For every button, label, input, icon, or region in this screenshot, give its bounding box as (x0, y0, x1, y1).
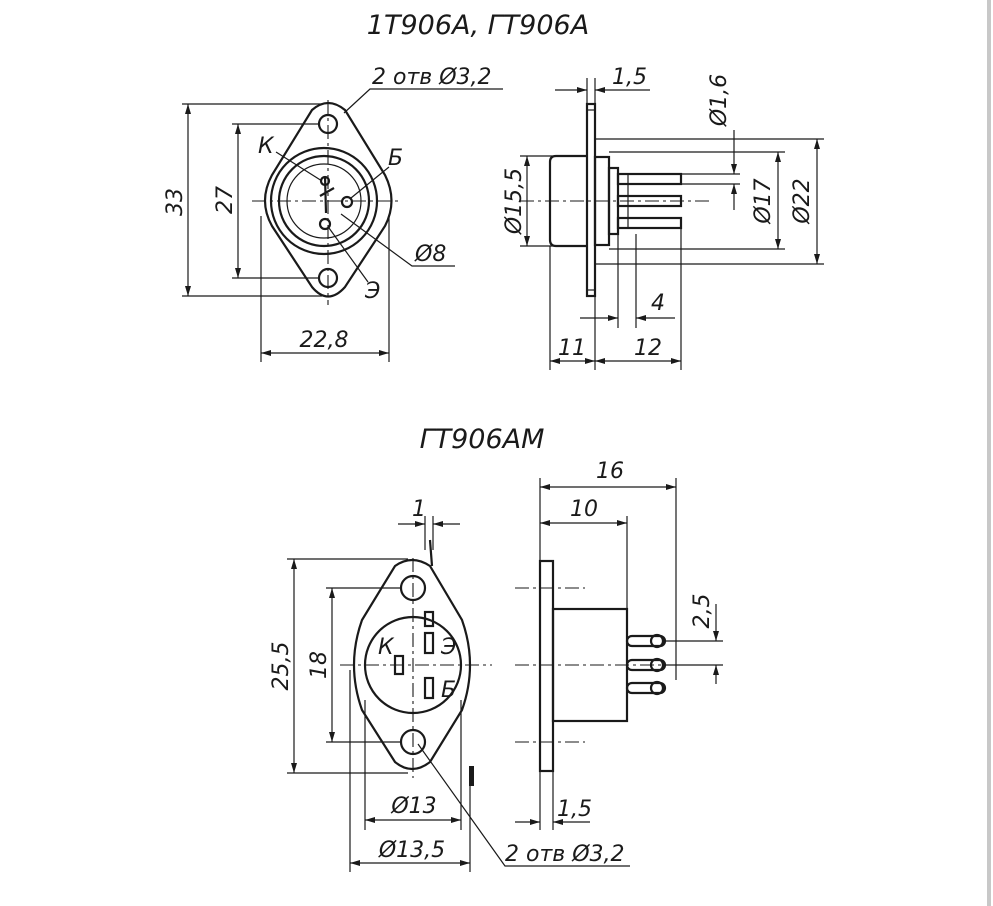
bottom-front-dim-hole-spacing: 18 (307, 651, 332, 679)
bottom-front-view: К Э Б 1 25,5 18 Ø13 Ø13,5 2 отв (269, 497, 630, 872)
bottom-side-pin-1 (625, 634, 667, 648)
bottom-front-dim-body-diameter: Ø13 (390, 794, 436, 819)
bottom-front-flange-outline (352, 558, 472, 771)
top-side-pin-3 (616, 216, 683, 230)
bottom-front-pin-top-tab (423, 610, 435, 628)
top-front-dim-hole-spacing: 27 (213, 186, 238, 214)
bottom-front-pin-b-label: Б (441, 678, 456, 703)
bottom-side-dim-flange-thickness: 1,5 (557, 797, 592, 822)
top-front-dim-body-width: 22,8 (300, 328, 349, 353)
top-front-view: 2 отв Ø3,2 К Б Э Ø8 33 27 22,8 (163, 65, 503, 362)
bottom-front-pin-collector (393, 654, 405, 676)
top-front-pin-k-label: К (258, 134, 275, 159)
bottom-title: ГТ906АМ (420, 424, 545, 455)
top-front-dim-overall-height: 33 (163, 188, 188, 216)
top-front-pin-emitter (318, 217, 332, 231)
top-front-pin-base (340, 195, 354, 209)
bottom-side-pin-3 (625, 681, 667, 695)
top-front-pin-e-leader (328, 227, 369, 283)
top-front-flange-outline (263, 101, 393, 298)
bottom-side-dim-body-length: 10 (570, 497, 598, 522)
bottom-front-pin-k-label: К (378, 635, 395, 660)
top-front-pin-mark (319, 187, 335, 197)
page-edge (987, 0, 991, 906)
top-front-holes-leader (343, 88, 503, 114)
bottom-side-flange (538, 559, 555, 773)
bottom-front-holes-callout: 2 отв Ø3,2 (505, 842, 625, 867)
top-side-dim-rim-diameter: Ø22 (790, 178, 815, 224)
top-side-dim-pin-length: 12 (634, 336, 662, 361)
bottom-front-dim-flange-thickness: 1 (412, 497, 426, 522)
top-side-view: 1,5 Ø1,6 Ø15,5 Ø17 Ø22 4 11 (502, 65, 824, 370)
top-side-dim-pin-offset: 4 (651, 291, 665, 316)
bottom-front-dim-flange-diameter: Ø13,5 (378, 838, 445, 863)
bottom-front-pin-e-label: Э (440, 635, 456, 660)
bottom-side-pin-1-end (649, 633, 665, 649)
top-front-body-core (286, 163, 362, 239)
top-front-pin-circle-leader (340, 213, 455, 267)
top-front-pin-b-label: Б (388, 146, 403, 171)
bottom-front-pin-emitter (423, 631, 435, 655)
bottom-side-dim-overall-length: 16 (596, 459, 624, 484)
top-front-pin-circle-label: Ø8 (414, 242, 446, 267)
bottom-side-view: 16 10 2,5 1,5 (515, 459, 723, 830)
top-side-dim-pin-diameter: Ø1,6 (707, 74, 732, 127)
top-front-pin-e-label: Э (364, 279, 380, 304)
top-side-dim-body-diameter: Ø15,5 (502, 168, 527, 235)
top-front-pin-link (323, 175, 328, 214)
top-side-dim-base-diameter: Ø17 (751, 178, 776, 224)
top-front-pin-b-leader (350, 166, 390, 199)
bottom-front-tab-top (428, 539, 434, 567)
top-side-dim-body-length: 11 (558, 336, 586, 361)
top-title: 1Т906А, ГТ906А (367, 10, 589, 41)
bottom-front-tab-bottom (469, 766, 474, 786)
top-front-pin-k-leader (275, 151, 323, 182)
top-side-flange (585, 102, 597, 298)
bottom-front-pin-base (423, 676, 435, 700)
top-front-holes-callout: 2 отв Ø3,2 (372, 65, 492, 90)
bottom-side-pin-3-end (649, 680, 665, 696)
bottom-front-dim-overall-height: 25,5 (269, 642, 294, 691)
top-side-pin-1 (616, 172, 683, 186)
bottom-front-holes-leader (417, 743, 630, 867)
bottom-side-dim-pin-pitch: 2,5 (690, 594, 715, 629)
top-side-dim-flange-thickness: 1,5 (612, 65, 647, 90)
